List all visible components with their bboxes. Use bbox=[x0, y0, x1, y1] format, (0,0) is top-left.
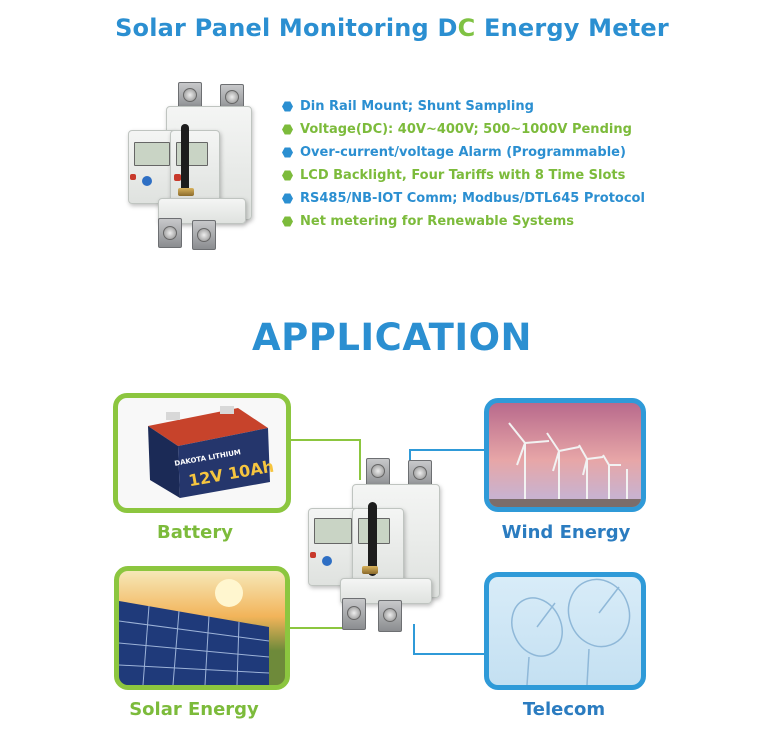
battery-label: Battery bbox=[157, 522, 233, 543]
title-part2: Energy Meter bbox=[484, 14, 669, 42]
telecom-label: Telecom bbox=[522, 699, 606, 720]
solar-panel-icon bbox=[119, 579, 270, 685]
battery-icon bbox=[148, 406, 270, 498]
title-part1: Solar Panel Monitoring bbox=[115, 14, 429, 42]
hexagon-bullet-icon bbox=[282, 101, 293, 112]
application-title: APPLICATION bbox=[251, 316, 533, 359]
wind-energy-label: Wind Energy bbox=[501, 522, 631, 543]
battery-image: DAKOTA LITHIUM 12V 10Ah bbox=[113, 393, 291, 513]
hexagon-bullet-icon bbox=[282, 216, 293, 227]
page-title: Solar Panel Monitoring DC Energy Meter bbox=[0, 14, 784, 42]
wind-energy-image bbox=[484, 398, 646, 512]
dc-logo: DC bbox=[437, 14, 476, 42]
satellite-dish-icon bbox=[511, 578, 631, 685]
hexagon-bullet-icon bbox=[282, 147, 293, 158]
solar-energy-image bbox=[114, 566, 290, 690]
hexagon-bullet-icon bbox=[282, 170, 293, 181]
wind-turbine-icon bbox=[489, 422, 641, 507]
hexagon-bullet-icon bbox=[282, 193, 293, 204]
hexagon-bullet-icon bbox=[282, 124, 293, 135]
telecom-image bbox=[484, 572, 646, 690]
solar-energy-label: Solar Energy bbox=[129, 699, 259, 720]
meter-product-image-top bbox=[120, 80, 260, 270]
meter-product-image-center bbox=[300, 452, 450, 642]
